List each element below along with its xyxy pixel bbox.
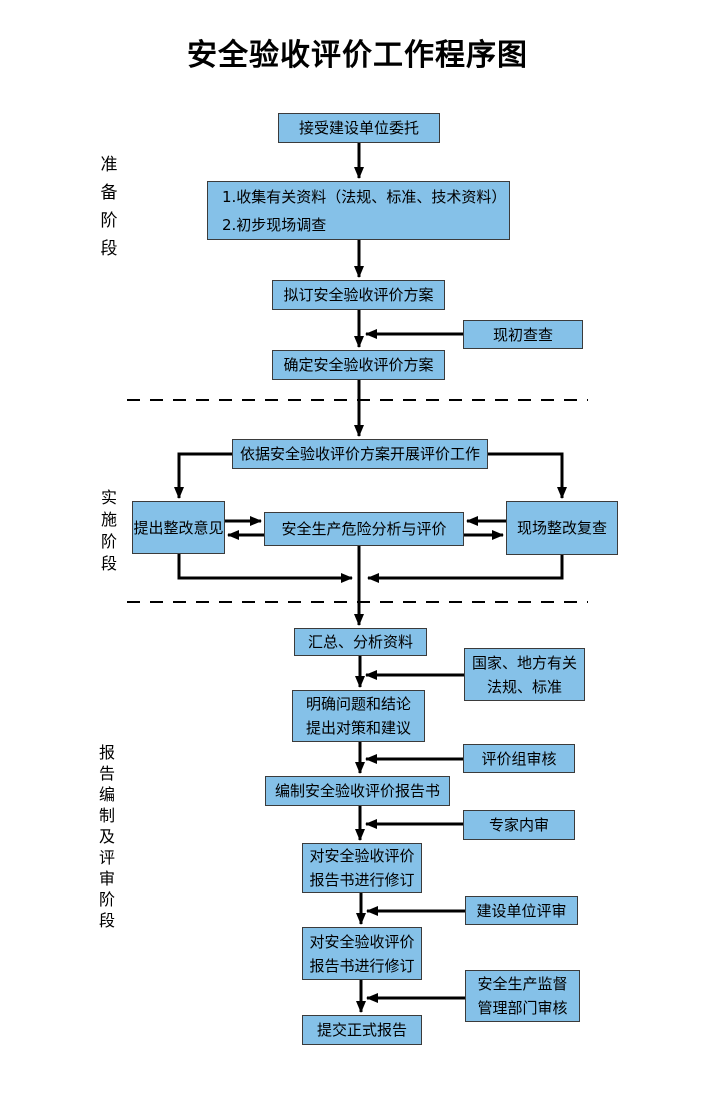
- node-site-recheck: 现场整改复查: [506, 501, 618, 555]
- flow-arrows: [174, 143, 567, 1013]
- node-collect-info: 1.收集有关资料（法规、标准、技术资料） 2.初步现场调查: [207, 181, 510, 240]
- node-expert-internal-review: 专家内审: [463, 810, 575, 840]
- node-revise-report-2: 对安全验收评价 报告书进行修订: [302, 927, 422, 980]
- node-safety-authority-review: 安全生产监督 管理部门审核: [465, 970, 580, 1022]
- diagram-title: 安全验收评价工作程序图: [187, 38, 528, 73]
- node-clarify-conclusions: 明确问题和结论 提出对策和建议: [292, 690, 425, 742]
- node-clarify-conclusions-line1: 明确问题和结论: [305, 695, 411, 713]
- node-collect-info-line1: 1.收集有关资料（法规、标准、技术资料）: [222, 187, 507, 206]
- node-revise-report-1-line1: 对安全验收评价: [309, 847, 415, 865]
- node-revise-report-2-line2: 报告书进行修订: [309, 956, 415, 975]
- node-submit-final-report: 提交正式报告: [302, 1015, 422, 1045]
- node-summarize-data: 汇总、分析资料: [294, 628, 427, 656]
- node-clarify-conclusions-line2: 提出对策和建议: [305, 719, 411, 737]
- node-carry-out-evaluation: 依据安全验收评价方案开展评价工作: [232, 439, 488, 469]
- node-laws-standards: 国家、地方有关 法规、标准: [464, 648, 585, 701]
- node-compile-report: 编制安全验收评价报告书: [265, 776, 450, 806]
- node-collect-info-line2: 2.初步现场调查: [222, 215, 327, 234]
- node-rectification-opinions: 提出整改意见: [132, 501, 225, 554]
- node-safety-authority-review-line2: 管理部门审核: [477, 999, 568, 1017]
- node-evaluation-group-review: 评价组审核: [463, 744, 575, 773]
- node-safety-authority-review-line1: 安全生产监督: [477, 975, 568, 993]
- phase-label-implementation: 实施阶段: [100, 488, 117, 573]
- node-initial-site-survey: 现初查查: [463, 320, 583, 349]
- node-revise-report-1-line2: 报告书进行修订: [309, 871, 415, 889]
- phase-label-preparation: 准备阶段: [100, 155, 118, 259]
- phase-label-reporting: 报告编制及评审阶段: [98, 743, 115, 930]
- node-hazard-analysis: 安全生产危险分析与评价: [264, 512, 464, 546]
- node-draft-plan: 拟订安全验收评价方案: [272, 280, 445, 310]
- node-confirm-plan: 确定安全验收评价方案: [272, 350, 445, 380]
- node-owner-review: 建设单位评审: [465, 896, 578, 925]
- node-laws-standards-line2: 法规、标准: [486, 677, 562, 696]
- node-revise-report-2-line1: 对安全验收评价: [309, 932, 415, 951]
- node-revise-report-1: 对安全验收评价 报告书进行修订: [302, 843, 422, 893]
- node-accept-commission: 接受建设单位委托: [278, 113, 440, 143]
- node-laws-standards-line1: 国家、地方有关: [471, 653, 577, 672]
